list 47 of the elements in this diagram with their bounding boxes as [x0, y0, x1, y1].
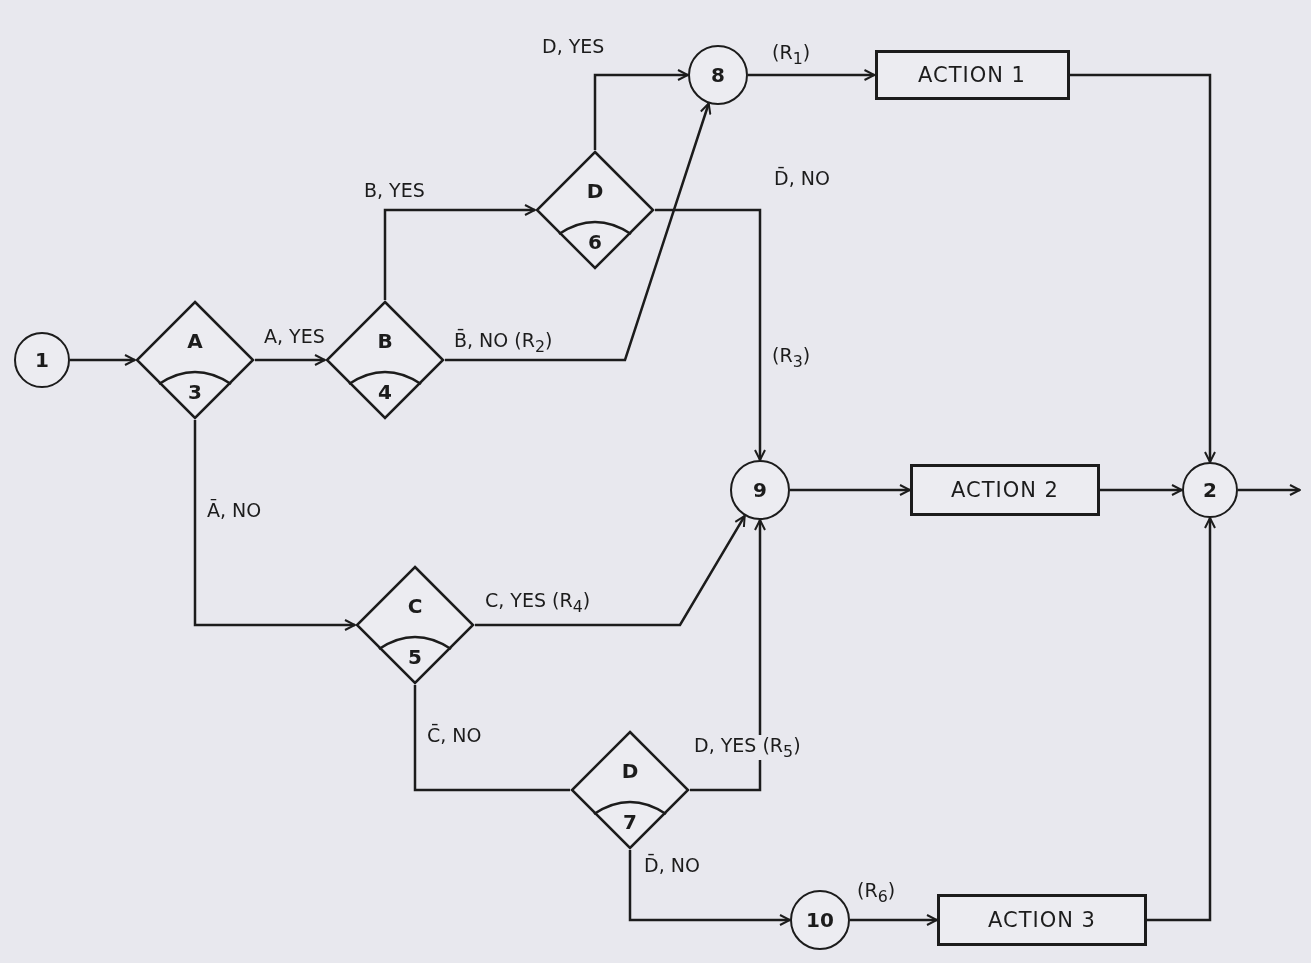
- edge-label: D, YES: [540, 36, 607, 57]
- arrow: [445, 102, 712, 362]
- node-circle: 9: [730, 460, 790, 520]
- arrow: [255, 354, 326, 366]
- edge-label: D̄, NO: [772, 168, 832, 189]
- node-circle: 8: [688, 45, 748, 105]
- action-box: ACTION 2: [910, 464, 1100, 516]
- condition-letter: B: [377, 331, 393, 352]
- decision-diamond: [355, 565, 475, 685]
- arrow: [748, 69, 876, 81]
- edge-label: Ā, NO: [205, 500, 264, 521]
- arrow: [1100, 484, 1183, 496]
- node-circle: 2: [1182, 462, 1238, 518]
- arrow: [850, 914, 938, 926]
- step-number: 4: [378, 381, 392, 402]
- arrow: [475, 514, 746, 627]
- condition-letter: C: [407, 596, 423, 617]
- arrow: [70, 354, 136, 366]
- action-box: ACTION 3: [937, 894, 1147, 946]
- edge-label: A, YES: [262, 326, 327, 347]
- arrow: [655, 208, 766, 461]
- decision-diamond: [325, 300, 445, 420]
- condition-letter: D: [586, 181, 604, 202]
- node-circle: 1: [14, 332, 70, 388]
- condition-letter: D: [621, 761, 639, 782]
- decision-diamond: [135, 300, 255, 420]
- action-box: ACTION 1: [874, 50, 1070, 100]
- arrow: [1069, 73, 1216, 463]
- arrow: [1147, 517, 1216, 922]
- edge-label: D̄, NO: [642, 855, 702, 876]
- arrow: [628, 850, 791, 926]
- arrow: [690, 519, 766, 792]
- edge-label: C̄, NO: [425, 725, 484, 746]
- condition-letter: A: [187, 331, 203, 352]
- arrow: [593, 69, 689, 150]
- step-number: 5: [408, 646, 422, 667]
- decision-diamond: [535, 150, 655, 270]
- arrow: [790, 484, 911, 496]
- step-number: 6: [588, 231, 602, 252]
- arrow: [383, 204, 536, 300]
- step-number: 3: [188, 381, 202, 402]
- edge-label: B, YES: [362, 180, 427, 201]
- step-number: 7: [623, 811, 637, 832]
- node-circle: 10: [790, 890, 850, 950]
- decision-diamond: [570, 730, 690, 850]
- arrow: [193, 420, 356, 631]
- arrow: [1238, 484, 1301, 496]
